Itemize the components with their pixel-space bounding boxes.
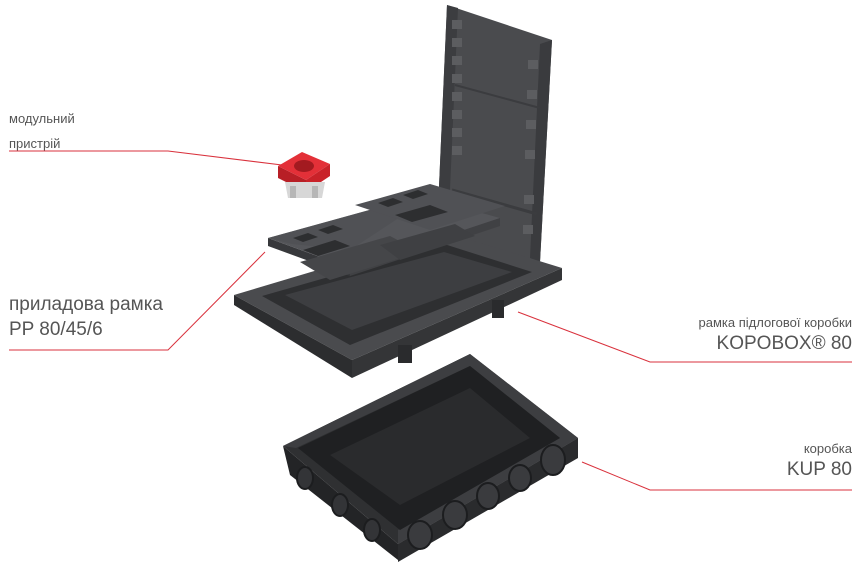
label-box-line1: коробка (803, 441, 852, 456)
label-modular-device-line2: пристрій (9, 136, 61, 151)
label-device-frame: приладова рамка PP 80/45/6 (9, 292, 163, 342)
device-frame (268, 184, 505, 280)
label-modular-device-line1: модульний (9, 111, 75, 126)
leader-lines (9, 150, 852, 491)
leader-line-device-frame (9, 251, 266, 351)
box (283, 354, 578, 562)
floor-box-frame (234, 232, 562, 378)
leader-line-floor-box-frame (517, 311, 852, 363)
label-device-frame-line1: приладова рамка (9, 294, 163, 315)
label-floor-box-frame-line2: KOPOBOX® 80 (716, 333, 852, 354)
leader-line-box (581, 461, 852, 491)
label-device-frame-line2: PP 80/45/6 (9, 319, 103, 340)
label-box-line2: KUP 80 (786, 459, 852, 480)
label-modular-device: модульний пристрій (9, 106, 75, 156)
modular-device (278, 152, 330, 198)
label-floor-box-frame-line1: рамка підлогової коробки (698, 315, 852, 330)
leader-line-modular-device (9, 150, 283, 166)
label-box: коробка KUP 80 (787, 440, 852, 482)
label-floor-box-frame: рамка підлогової коробки KOPOBOX® 80 (698, 314, 852, 356)
